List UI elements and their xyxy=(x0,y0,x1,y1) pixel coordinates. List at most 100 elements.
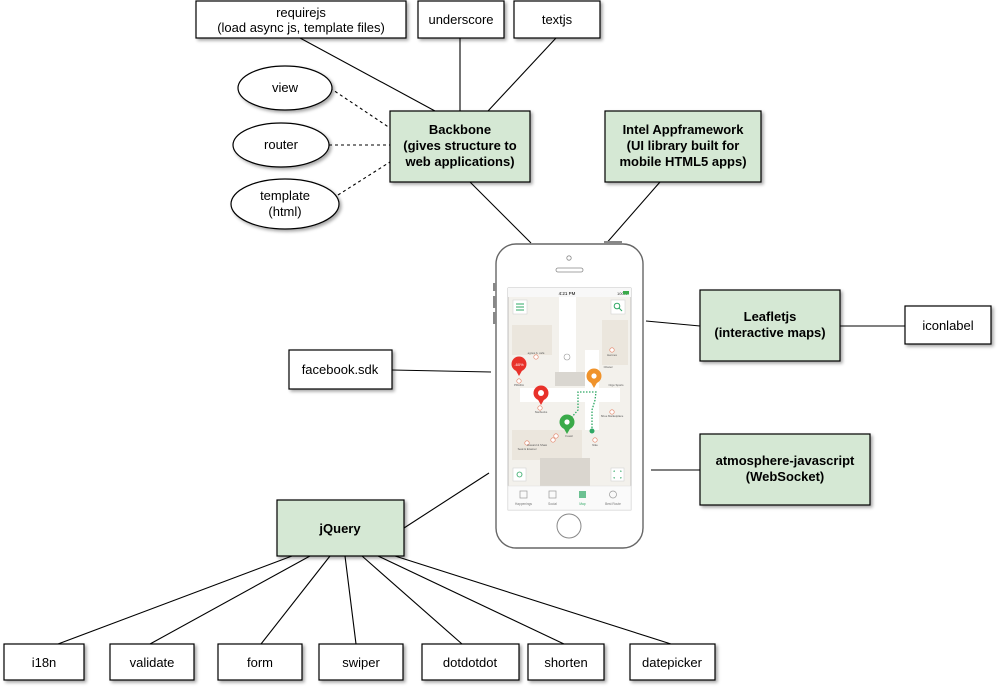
edge-jquery-dotdotdot xyxy=(361,555,463,645)
edge-jquery-validate xyxy=(149,555,311,645)
phone-side-button-3 xyxy=(493,312,496,324)
textjs-label: textjs xyxy=(542,12,573,27)
edge-jquery-phone xyxy=(403,472,490,529)
map-label: PRADA xyxy=(514,383,524,387)
map-label: Starbucks xyxy=(535,410,548,414)
box-jquery: jQuery xyxy=(276,499,405,557)
intel-line-3: mobile HTML5 apps) xyxy=(619,154,746,169)
view-label: view xyxy=(272,80,299,95)
plain-boxes: requirejs (load async js, template files… xyxy=(3,0,992,681)
shorten-label: shorten xyxy=(544,655,587,670)
tab-best-route[interactable]: Best Route xyxy=(605,490,621,506)
map-marker-red-sale[interactable]: -60% xyxy=(511,356,527,377)
backbone-line-3: web applications) xyxy=(404,154,514,169)
map-marker-orange[interactable] xyxy=(586,368,602,389)
ellipses: view router template (html) xyxy=(230,65,340,230)
tab-social-label: Social xyxy=(548,502,557,506)
box-i18n: i18n xyxy=(3,643,85,681)
edge-backbone-phone xyxy=(469,181,532,244)
tab-happenings-label: Happenings xyxy=(515,502,532,506)
iconlabel-label: iconlabel xyxy=(922,318,973,333)
tab-best-route-label: Best Route xyxy=(605,502,621,506)
edge-jquery-datepicker xyxy=(394,555,672,645)
atmosphere-line-1: atmosphere-javascript xyxy=(716,453,855,468)
status-bar xyxy=(508,288,631,297)
phone-side-button-1 xyxy=(493,283,496,291)
map-corridor-vertical xyxy=(559,297,576,377)
map-search-button[interactable] xyxy=(610,299,626,315)
map-label: Fossil xyxy=(565,434,573,438)
validate-label: validate xyxy=(130,655,175,670)
map-marker-red[interactable] xyxy=(533,385,549,406)
requirejs-line-1: requirejs xyxy=(276,5,326,20)
tab-map[interactable]: Map xyxy=(579,491,586,506)
box-leafletjs: Leafletjs (interactive maps) xyxy=(699,289,841,362)
social-icon xyxy=(548,490,557,499)
battery-icon xyxy=(623,291,629,295)
phone-speaker xyxy=(555,267,584,273)
route-path xyxy=(570,391,597,431)
map-block-3 xyxy=(512,430,582,460)
map-block-2 xyxy=(602,320,628,365)
edge-facebook-phone xyxy=(391,369,492,373)
tab-social[interactable]: Social xyxy=(548,490,557,506)
swiper-label: swiper xyxy=(342,655,380,670)
happenings-icon xyxy=(519,490,528,499)
map-label: Chanel xyxy=(604,365,613,369)
facebook-sdk-label: facebook.sdk xyxy=(302,362,379,377)
box-backbone: Backbone (gives structure to web applica… xyxy=(389,110,531,183)
map-badge-text: -60% xyxy=(514,362,524,367)
hamburger-icon xyxy=(516,303,524,311)
map-block-1 xyxy=(512,325,552,355)
edge-template-backbone xyxy=(337,161,391,196)
phone-side-button-2 xyxy=(493,296,496,308)
ellipse-router: router xyxy=(232,122,330,168)
edge-jquery-i18n xyxy=(57,555,293,645)
phone-top-button xyxy=(604,241,622,244)
tab-happenings[interactable]: Happenings xyxy=(515,490,532,506)
map-label: Seat & Enamel xyxy=(518,447,537,451)
map-icon xyxy=(579,491,586,498)
map-marker-green[interactable] xyxy=(559,414,575,435)
box-textjs: textjs xyxy=(513,0,601,39)
edge-leaflet-phone xyxy=(645,320,701,327)
intel-line-1: Intel Appframework xyxy=(623,122,745,137)
edge-jquery-shorten xyxy=(377,555,565,645)
map-label: Hermes xyxy=(607,353,617,357)
datepicker-label: datepicker xyxy=(642,655,703,670)
map-block-4 xyxy=(540,458,590,486)
map-floor-button[interactable] xyxy=(512,467,527,482)
jquery-label: jQuery xyxy=(318,521,361,536)
phone-home-button xyxy=(556,513,582,539)
box-validate: validate xyxy=(109,643,195,681)
edge-textjs-backbone xyxy=(487,37,557,112)
template-line-1: template xyxy=(260,188,310,203)
search-icon xyxy=(613,302,623,312)
map-label: Nike xyxy=(592,443,598,447)
form-label: form xyxy=(247,655,273,670)
requirejs-line-2: (load async js, template files) xyxy=(217,20,385,35)
map-labels: agnès b. café PRADA Starbucks Hermes Org… xyxy=(514,351,624,451)
underscore-label: underscore xyxy=(428,12,493,27)
backbone-line-2: (gives structure to xyxy=(403,138,516,153)
template-line-2: (html) xyxy=(268,204,301,219)
green-boxes: Backbone (gives structure to web applica… xyxy=(276,110,871,557)
leaflet-line-1: Leafletjs xyxy=(744,309,797,324)
status-battery: 100% xyxy=(617,291,628,296)
edge-jquery-form xyxy=(260,555,331,645)
box-facebook-sdk: facebook.sdk xyxy=(288,349,393,390)
box-iconlabel: iconlabel xyxy=(904,305,992,345)
edge-intel-phone xyxy=(603,181,661,247)
map-label: Howard & Shaw xyxy=(527,443,548,447)
edge-requirejs-backbone xyxy=(299,37,436,112)
map-block-5 xyxy=(555,372,585,386)
map-label: Shoe Marketplace xyxy=(601,414,624,418)
phone-camera xyxy=(566,255,572,261)
dotdotdot-label: dotdotdot xyxy=(443,655,498,670)
route-end-dot xyxy=(589,428,595,434)
map-label: Orgé Sports xyxy=(608,383,624,387)
map-locate-button[interactable] xyxy=(610,467,625,482)
box-form: form xyxy=(217,643,303,681)
poi-dots xyxy=(516,347,615,446)
